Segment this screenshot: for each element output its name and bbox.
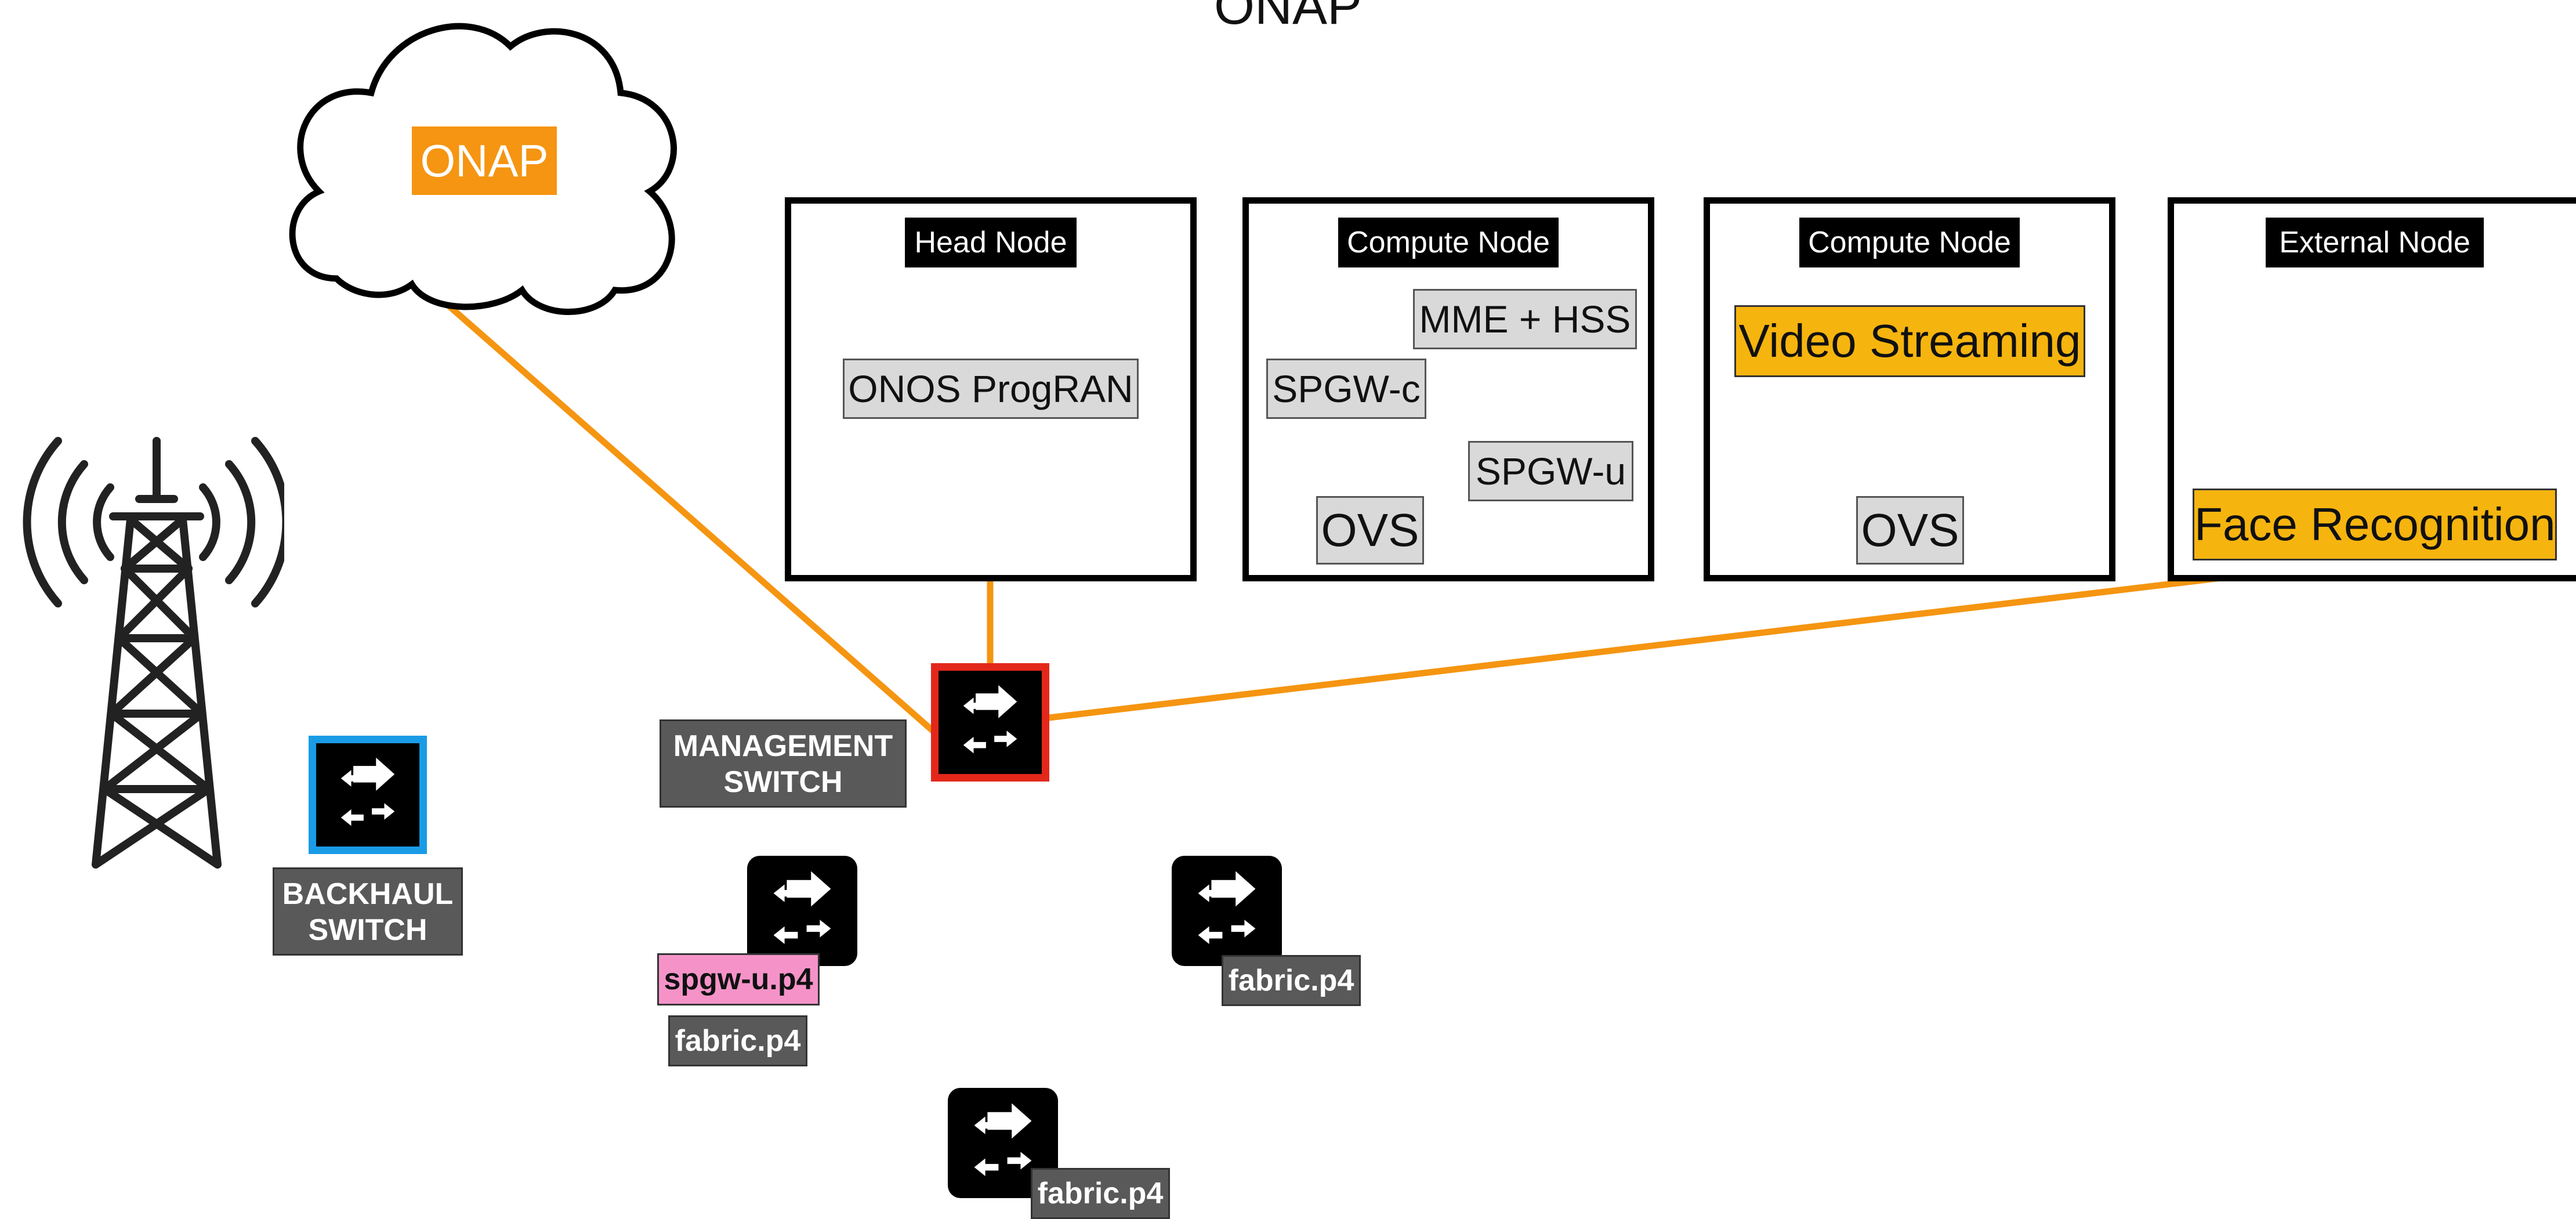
network-switch-icon: [1198, 871, 1256, 944]
leaf-2-fabric-program: fabric.p4: [1222, 955, 1361, 1006]
backhaul-switch-label: BACKHAUL SWITCH: [273, 867, 463, 956]
backhaul-switch-label-line1: BACKHAUL: [282, 877, 454, 911]
management-switch-label: MANAGEMENT SWITCH: [660, 719, 907, 808]
video-streaming-app: Video Streaming: [1734, 305, 2085, 377]
leaf-switch-2[interactable]: [1172, 856, 1282, 966]
external-node-title: External Node: [2266, 218, 2484, 267]
ovs-compute-2: OVS: [1856, 496, 1964, 565]
management-switch-label-line1: MANAGEMENT: [673, 729, 893, 763]
management-switch[interactable]: [931, 663, 1049, 782]
head-node-title: Head Node: [905, 218, 1077, 267]
spgw-c-service: SPGW-c: [1266, 359, 1426, 419]
spgw-u-service: SPGW-u: [1468, 441, 1633, 501]
leaf-switch-1[interactable]: [747, 856, 857, 966]
compute-node-2-title: Compute Node: [1799, 218, 2020, 267]
compute-node-1-title: Compute Node: [1338, 218, 1559, 267]
face-recognition-app: Face Recognition: [2193, 489, 2557, 560]
onos-progran-service: ONOS ProgRAN: [843, 359, 1139, 419]
leaf-1-spgw-u-program: spgw-u.p4: [657, 953, 820, 1005]
backhaul-switch-label-line2: SWITCH: [308, 913, 427, 947]
network-switch-icon: [316, 743, 419, 847]
link-management-to-face-recognition: [1041, 558, 2361, 722]
diagram-title: ONAP: [1213, 0, 1363, 35]
cell-tower-icon: [23, 437, 284, 869]
onap-label: ONAP: [412, 126, 557, 195]
network-switch-icon: [974, 1103, 1032, 1176]
backhaul-switch[interactable]: [309, 736, 427, 854]
mme-hss-service: MME + HSS: [1413, 289, 1637, 349]
management-switch-label-line2: SWITCH: [723, 765, 843, 799]
network-switch-icon: [773, 871, 831, 944]
ovs-compute-1: OVS: [1316, 496, 1424, 565]
spine-fabric-program: fabric.p4: [1031, 1168, 1170, 1219]
link-onap-to-management: [437, 295, 943, 740]
leaf-1-fabric-program: fabric.p4: [668, 1015, 807, 1066]
network-switch-icon: [939, 671, 1042, 774]
